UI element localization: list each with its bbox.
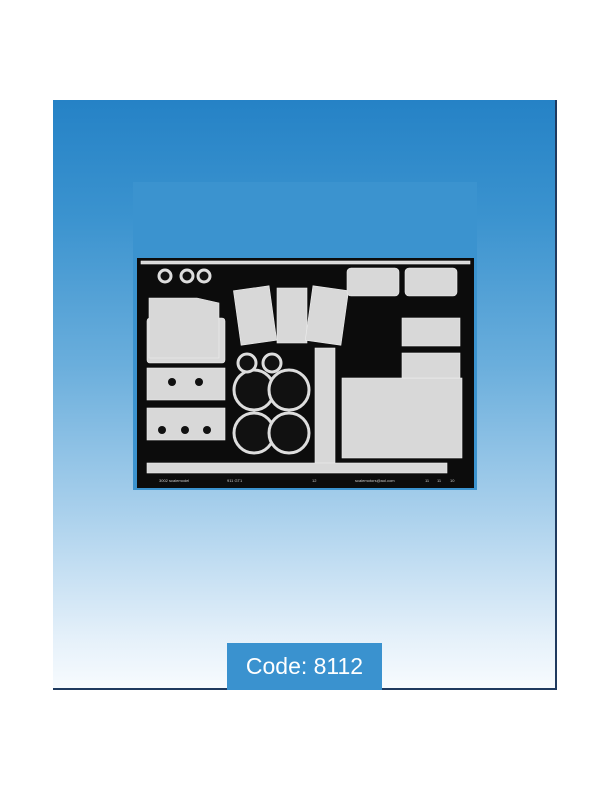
product-code-label: Code: 8112: [227, 643, 382, 690]
fret-brand-text: 3002 scalemodel: [159, 478, 189, 483]
fret-part-number: 11: [425, 478, 430, 483]
fret-sheet-number: 12: [312, 478, 317, 483]
fret-email-text: scalemotors@aol.com: [355, 478, 395, 483]
fret-part-number: 10: [450, 478, 455, 483]
fret-part-number: 11: [437, 478, 442, 483]
fret-model-text: 911 GT1: [227, 478, 243, 483]
photo-etch-fret-image: 3002 scalemodel 911 GT1 12 scalemotors@a…: [137, 258, 474, 488]
